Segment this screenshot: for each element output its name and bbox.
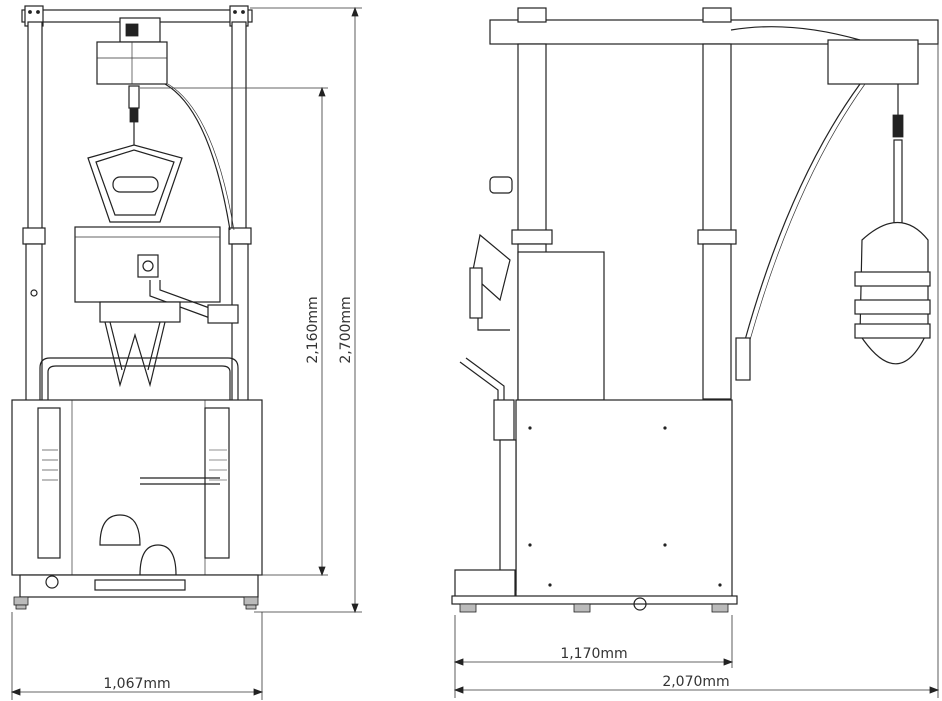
side-harness [859,221,929,365]
front-post-right [231,21,247,233]
front-control-knob [137,254,159,278]
front-foot-plate-right [139,544,177,576]
front-mid-bracket-left [22,227,46,245]
front-cable [164,83,231,231]
side-post-front [517,43,547,235]
side-leveling-feet [459,597,729,613]
side-cable [744,83,861,341]
front-mid-bracket-right [228,227,252,245]
front-handrail [39,357,239,400]
side-bracket-tr [702,7,732,23]
front-thigh-pad [99,301,181,323]
side-bracket-tl [517,7,547,23]
front-view [11,5,263,610]
front-leveling-feet [13,596,259,610]
front-track-left [37,407,61,559]
side-lower-cabinet [515,399,733,601]
dim-label-height-total: 2,700mm [338,296,354,363]
side-hoist-motor [827,39,919,85]
side-base-plate [451,595,738,605]
side-view [451,7,939,613]
dim-label-side-base-depth: 1,170mm [560,646,627,662]
side-upper-cabinet [517,251,605,401]
front-post-left [27,21,43,233]
dim-label-height-inner: 2,160mm [305,296,321,363]
dim-label-front-width: 1,067mm [103,676,170,692]
dimension-lines [10,6,940,700]
side-post-rear [702,43,732,235]
front-foot-plate-left [99,514,141,546]
side-handle [459,361,499,405]
front-harness-pad [112,176,159,193]
front-lower-post-right [231,243,249,405]
dim-label-side-total-depth: 2,070mm [662,674,729,690]
front-track-right [204,407,230,559]
side-display [471,233,511,302]
